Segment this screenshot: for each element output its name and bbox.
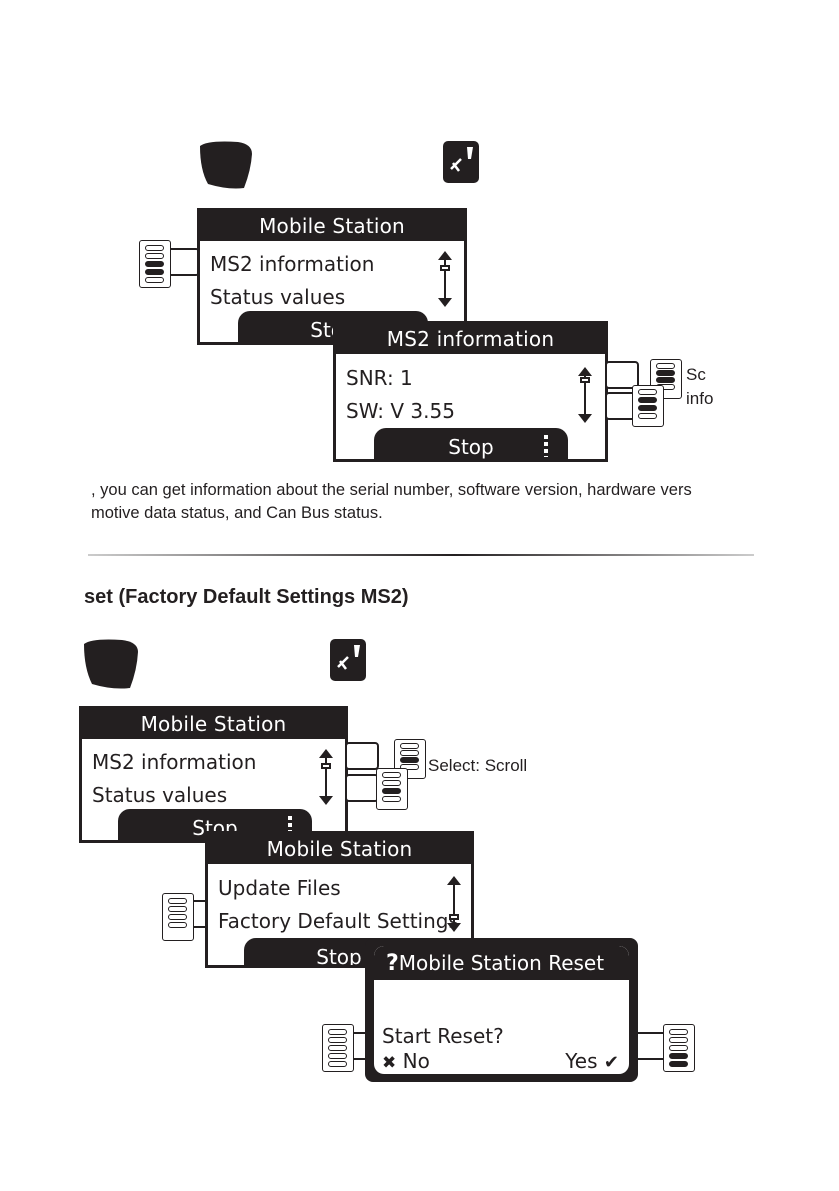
body-line: , you can get information about the seri… (91, 481, 692, 499)
info-serial-number: SNR: 1 (346, 366, 413, 390)
dialog-title-bar: ?Mobile Station Reset (374, 946, 629, 980)
yes-label: Yes (565, 1049, 598, 1073)
rotary-knob-stub (166, 248, 200, 276)
caption-line: info (686, 389, 714, 408)
section-divider (88, 554, 754, 556)
rotary-knob-stub (345, 742, 379, 770)
scrollbar-icon[interactable] (578, 367, 592, 423)
menu-item-status-values[interactable]: Status values (92, 783, 228, 807)
question-icon: ? (386, 951, 399, 976)
mobile-station-screen: Mobile Station MS2 information Status va… (79, 706, 348, 843)
stop-softkey[interactable]: Stop (374, 428, 568, 459)
menu-item-factory-default-settings[interactable]: Factory Default Settings (218, 909, 459, 933)
scrollbar-icon[interactable] (438, 251, 452, 307)
rotary-knob-icon[interactable] (632, 385, 664, 427)
cross-icon: ✖ (382, 1053, 397, 1073)
screen-title: MS2 information (336, 324, 605, 354)
locomotive-function-icon (330, 639, 366, 681)
screen-title: Mobile Station (208, 834, 471, 864)
menu-item-ms2-information[interactable]: MS2 information (92, 750, 257, 774)
reset-dialog: ?Mobile Station Reset Start Reset? ✖ No … (365, 938, 638, 1082)
section-heading: set (Factory Default Settings MS2) (84, 586, 409, 608)
menu-item-ms2-information[interactable]: MS2 information (210, 252, 375, 276)
mobile-station-settings-screen: Mobile Station Update Files Factory Defa… (205, 831, 474, 968)
locomotive-function-icon (443, 141, 479, 183)
key-blob-icon (84, 639, 138, 689)
menu-item-update-files[interactable]: Update Files (218, 876, 341, 900)
info-software-version: SW: V 3.55 (346, 399, 455, 423)
rotary-knob-icon[interactable] (139, 240, 171, 288)
menu-item-status-values[interactable]: Status values (210, 285, 346, 309)
rotary-knob-icon[interactable] (162, 893, 194, 941)
reset-dialog-body: ?Mobile Station Reset Start Reset? ✖ No … (374, 946, 629, 1074)
no-button[interactable]: ✖ No (382, 1049, 430, 1073)
body-line: motive data status, and Can Bus status. (91, 504, 383, 522)
yes-button[interactable]: Yes ✔ (565, 1049, 619, 1073)
rotary-knob-stub (345, 774, 379, 802)
body-paragraph: , you can get information about the seri… (91, 479, 692, 525)
rotary-knob-icon[interactable] (322, 1024, 354, 1072)
ms2-information-screen: MS2 information SNR: 1 SW: V 3.55 Stop (333, 321, 608, 462)
check-icon: ✔ (603, 1052, 619, 1073)
screen-title: Mobile Station (82, 709, 345, 739)
rotary-knob-icon[interactable] (663, 1024, 695, 1072)
screen-title: Mobile Station (200, 211, 464, 241)
no-label: No (402, 1049, 430, 1073)
scrollbar-icon[interactable] (447, 876, 461, 932)
more-options-icon (544, 435, 548, 457)
stop-label: Stop (316, 945, 362, 968)
rotary-knob-stub (605, 361, 639, 389)
select-scroll-caption: Select: Scroll (428, 756, 528, 775)
caption-line: Sc (686, 365, 706, 384)
rotary-knob-icon[interactable] (376, 768, 408, 810)
scrollbar-icon[interactable] (319, 749, 333, 805)
dialog-title: Mobile Station Reset (398, 951, 605, 975)
side-caption: Sc info (686, 363, 713, 411)
stop-label: Stop (448, 435, 494, 459)
reset-prompt: Start Reset? (382, 1024, 504, 1048)
key-blob-icon (200, 141, 252, 189)
more-options-icon (288, 816, 292, 838)
